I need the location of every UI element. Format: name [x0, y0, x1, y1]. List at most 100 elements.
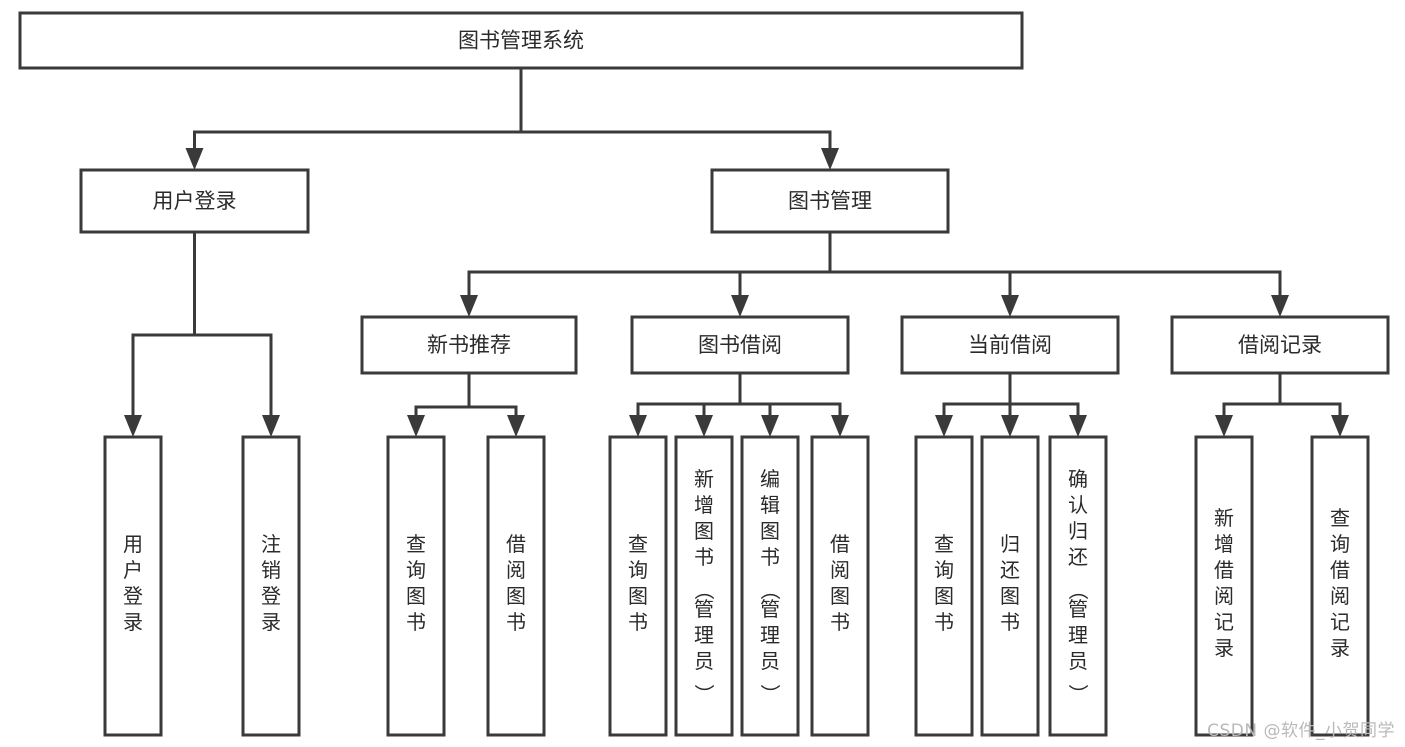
node-box[interactable]	[79, 168, 310, 234]
connector-current-to-leaves	[935, 371, 1087, 437]
svg-text:销: 销	[261, 558, 281, 582]
svg-text:增: 增	[694, 493, 714, 517]
svg-text:还: 还	[1000, 558, 1020, 582]
node-leaf-borrow-book[interactable]: 借阅图书借阅图书	[810, 435, 870, 737]
arrow-head-icon	[460, 295, 478, 317]
svg-text:员: 员	[760, 649, 780, 673]
svg-text:还: 还	[1068, 545, 1088, 569]
node-leaf-logout[interactable]: 注销登录注销登录	[241, 435, 301, 737]
svg-text:询: 询	[1330, 532, 1350, 556]
node-user-login[interactable]: 用户登录	[79, 168, 310, 234]
svg-text:图: 图	[628, 584, 648, 608]
node-box[interactable]	[360, 315, 578, 375]
node-box[interactable]	[103, 435, 163, 737]
node-label: 用户登录	[153, 189, 237, 213]
arrow-head-icon	[821, 148, 839, 170]
node-leaf-user-login[interactable]: 用户登录用户登录	[103, 435, 163, 737]
arrow-head-icon	[731, 295, 749, 317]
svg-text:编: 编	[760, 467, 780, 491]
connector-record-to-leaves	[1215, 371, 1349, 437]
node-box[interactable]	[486, 435, 546, 737]
node-new-book-recommend[interactable]: 新书推荐	[360, 315, 578, 375]
node-box[interactable]	[241, 435, 301, 737]
arrow-head-icon	[761, 415, 779, 437]
node-box[interactable]	[18, 11, 1024, 70]
svg-text:户: 户	[123, 558, 143, 582]
svg-text:书: 书	[760, 545, 780, 569]
svg-text:阅: 阅	[1214, 584, 1234, 608]
svg-text:图: 图	[694, 519, 714, 543]
node-box[interactable]	[630, 315, 850, 375]
node-box[interactable]	[710, 168, 950, 234]
node-book-borrow[interactable]: 图书借阅	[630, 315, 850, 375]
arrow-head-icon	[1271, 295, 1289, 317]
node-box[interactable]	[740, 435, 800, 737]
svg-text:管: 管	[1068, 597, 1088, 621]
svg-text:）: ）	[692, 684, 716, 704]
node-leaf-return-book[interactable]: 归还图书归还图书	[980, 435, 1040, 737]
svg-text:员: 员	[694, 649, 714, 673]
arrow-head-icon	[1215, 415, 1233, 437]
node-label: 新书推荐	[427, 333, 511, 357]
arrow-head-icon	[407, 415, 425, 437]
node-box[interactable]	[1194, 435, 1254, 737]
node-box[interactable]	[674, 435, 734, 737]
node-box[interactable]	[386, 435, 446, 737]
node-leaf-query-book-rec[interactable]: 查询图书查询图书	[386, 435, 446, 737]
node-leaf-query-book-cur[interactable]: 查询图书查询图书	[914, 435, 974, 737]
node-box[interactable]	[980, 435, 1040, 737]
node-box[interactable]	[608, 435, 668, 737]
svg-text:查: 查	[934, 532, 954, 556]
svg-text:认: 认	[1068, 493, 1088, 517]
arrow-head-icon	[185, 148, 204, 170]
node-label: 图书管理	[788, 189, 872, 213]
svg-text:借: 借	[1214, 558, 1234, 582]
svg-text:管: 管	[694, 597, 714, 621]
node-label-vertical: 用户登录	[123, 532, 143, 634]
svg-text:查: 查	[628, 532, 648, 556]
arrow-head-icon	[1069, 415, 1087, 437]
svg-text:阅: 阅	[1330, 584, 1350, 608]
svg-text:书: 书	[830, 610, 850, 634]
arrow-head-icon	[831, 415, 849, 437]
svg-text:）: ）	[1066, 684, 1090, 704]
svg-text:归: 归	[1068, 519, 1088, 543]
node-box[interactable]	[810, 435, 870, 737]
node-box[interactable]	[1170, 315, 1390, 375]
node-label: 图书借阅	[698, 333, 782, 357]
svg-text:增: 增	[1214, 532, 1234, 556]
svg-text:辑: 辑	[760, 493, 780, 517]
node-root[interactable]: 图书管理系统	[18, 11, 1024, 70]
node-leaf-query-book-borrow[interactable]: 查询图书查询图书	[608, 435, 668, 737]
node-box[interactable]	[900, 315, 1120, 375]
svg-text:借: 借	[1330, 558, 1350, 582]
node-leaf-query-record[interactable]: 查询借阅记录查询借阅记录	[1310, 435, 1370, 737]
svg-text:录: 录	[261, 610, 281, 634]
node-leaf-add-record[interactable]: 新增借阅记录新增借阅记录	[1194, 435, 1254, 737]
svg-text:登: 登	[123, 584, 143, 608]
svg-text:新: 新	[1214, 506, 1234, 530]
node-layer: 图书管理系统用户登录图书管理新书推荐图书借阅当前借阅借阅记录用户登录用户登录注销…	[18, 11, 1390, 737]
node-box[interactable]	[914, 435, 974, 737]
node-box[interactable]	[1048, 435, 1108, 737]
arrow-head-icon	[507, 415, 525, 437]
svg-text:图: 图	[760, 519, 780, 543]
connector-bookmanage-to-level3	[460, 230, 1289, 317]
node-book-manage[interactable]: 图书管理	[710, 168, 950, 234]
svg-text:理: 理	[1068, 623, 1088, 647]
node-box[interactable]	[1310, 435, 1370, 737]
node-leaf-borrow-book-rec[interactable]: 借阅图书借阅图书	[486, 435, 546, 737]
node-borrow-record[interactable]: 借阅记录	[1170, 315, 1390, 375]
node-current-borrow[interactable]: 当前借阅	[900, 315, 1120, 375]
connector-recommend-to-leaves	[407, 371, 525, 437]
